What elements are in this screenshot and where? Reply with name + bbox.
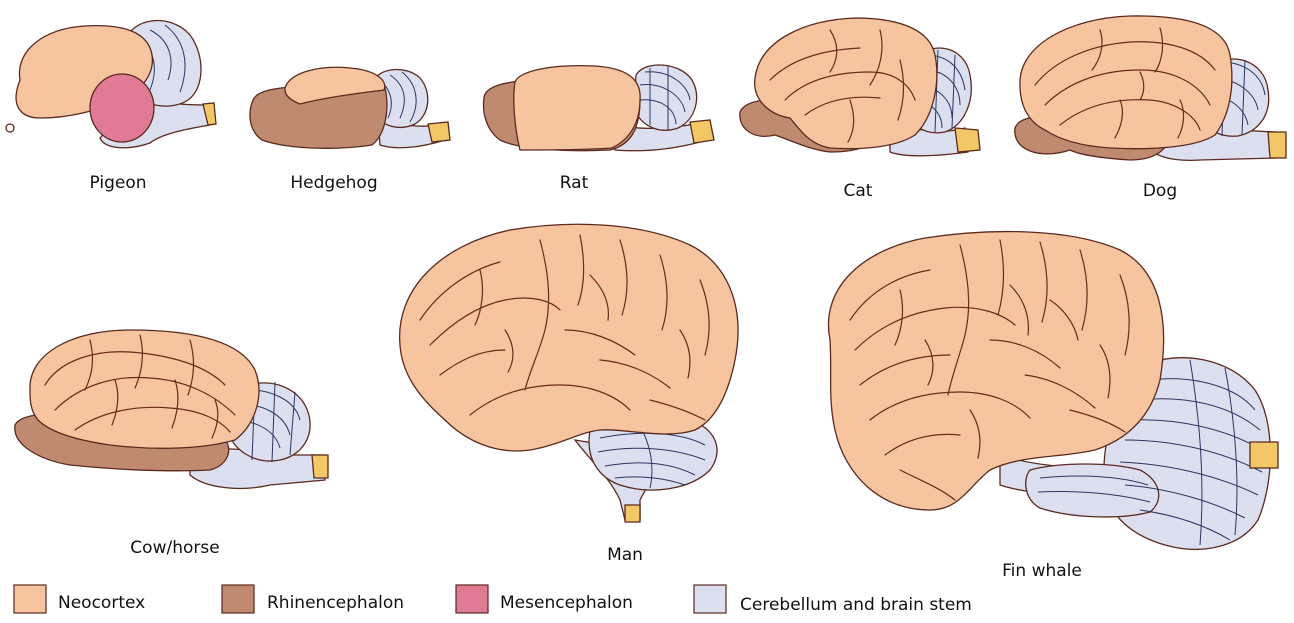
- legend-label-rhinencephalon: Rhinencephalon: [267, 593, 404, 613]
- pigeon-brain: Pigeon: [6, 21, 216, 193]
- legend-label-cerebellum-brainstem: Cerebellum and brain stem: [740, 595, 972, 615]
- pigeon-caption: Pigeon: [89, 173, 146, 193]
- rat-neocortex: [514, 66, 640, 150]
- legend: Neocortex Rhinencephalon Mesencephalon C…: [14, 585, 972, 615]
- fin-whale-lower-cerebellum: [1026, 464, 1159, 517]
- cow-horse-neocortex: [30, 330, 259, 448]
- rat-spinal-tip: [690, 120, 714, 143]
- dog-caption: Dog: [1143, 181, 1177, 201]
- dog-brain: Dog: [1015, 16, 1286, 201]
- legend-swatch-neocortex: [14, 585, 46, 613]
- hedgehog-spinal-tip: [428, 122, 450, 142]
- legend-label-mesencephalon: Mesencephalon: [500, 593, 633, 613]
- rat-brain: Rat: [484, 65, 714, 193]
- legend-swatch-cerebellum-brainstem: [694, 585, 726, 613]
- legend-swatch-mesencephalon: [456, 585, 488, 613]
- man-brain: Man: [400, 224, 738, 565]
- cat-spinal-tip: [955, 128, 980, 152]
- hedgehog-caption: Hedgehog: [290, 173, 377, 193]
- legend-item-cerebellum-brainstem: Cerebellum and brain stem: [694, 585, 972, 615]
- legend-item-mesencephalon: Mesencephalon: [456, 585, 633, 613]
- hedgehog-brain: Hedgehog: [250, 67, 450, 193]
- rat-cerebellum: [634, 65, 697, 130]
- cow-horse-spinal-tip: [312, 455, 328, 478]
- legend-item-rhinencephalon: Rhinencephalon: [222, 585, 404, 613]
- pigeon-mesencephalon: [90, 74, 154, 142]
- man-caption: Man: [607, 545, 643, 565]
- legend-item-neocortex: Neocortex: [14, 585, 145, 613]
- legend-swatch-rhinencephalon: [222, 585, 254, 613]
- rat-caption: Rat: [560, 173, 589, 193]
- cow-horse-caption: Cow/horse: [130, 538, 219, 558]
- cow-horse-brain: Cow/horse: [15, 330, 328, 558]
- dog-spinal-tip: [1268, 132, 1286, 158]
- fin-whale-caption: Fin whale: [1002, 561, 1082, 581]
- fin-whale-spinal-tip: [1250, 442, 1278, 468]
- legend-label-neocortex: Neocortex: [58, 593, 145, 613]
- cat-caption: Cat: [844, 181, 873, 201]
- man-spinal-tip: [625, 505, 640, 522]
- cat-brain: Cat: [740, 18, 980, 201]
- fin-whale-brain: Fin whale: [828, 232, 1278, 581]
- man-neocortex: [400, 224, 738, 451]
